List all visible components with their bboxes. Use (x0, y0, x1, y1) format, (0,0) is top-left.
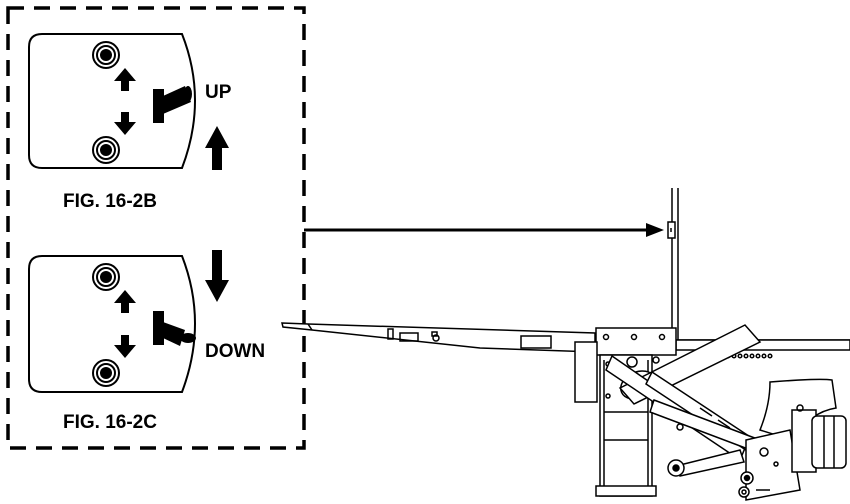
dashed-callout-frame (6, 6, 306, 450)
toggle-switch-icon (153, 311, 196, 346)
arrow-down-icon (114, 335, 136, 358)
control-panel-down: DOWN FIG. 16-2C (28, 250, 265, 433)
control-panel-plate (28, 33, 196, 169)
arrow-up-icon (205, 126, 229, 170)
push-button-icon (92, 41, 120, 69)
liftgate-platform (281, 322, 596, 353)
push-button-icon (92, 136, 120, 164)
push-button-icon (92, 263, 120, 291)
figure-caption: FIG. 16-2C (63, 412, 157, 433)
up-label: UP (205, 82, 232, 103)
down-label: DOWN (205, 341, 265, 362)
callout-leader-arrow (304, 223, 664, 237)
lift-mechanism (574, 324, 847, 501)
toggle-switch-icon (153, 86, 192, 123)
push-button-icon (92, 359, 120, 387)
control-panel-plate (28, 255, 196, 393)
truck-body (667, 188, 850, 359)
arrow-down-icon (205, 250, 229, 302)
arrow-down-icon (114, 112, 136, 135)
figure-caption: FIG. 16-2B (63, 191, 157, 212)
arrow-up-icon (114, 68, 136, 91)
control-panel-up: UP FIG. 16-2B (28, 33, 232, 212)
arrow-up-icon (114, 290, 136, 313)
